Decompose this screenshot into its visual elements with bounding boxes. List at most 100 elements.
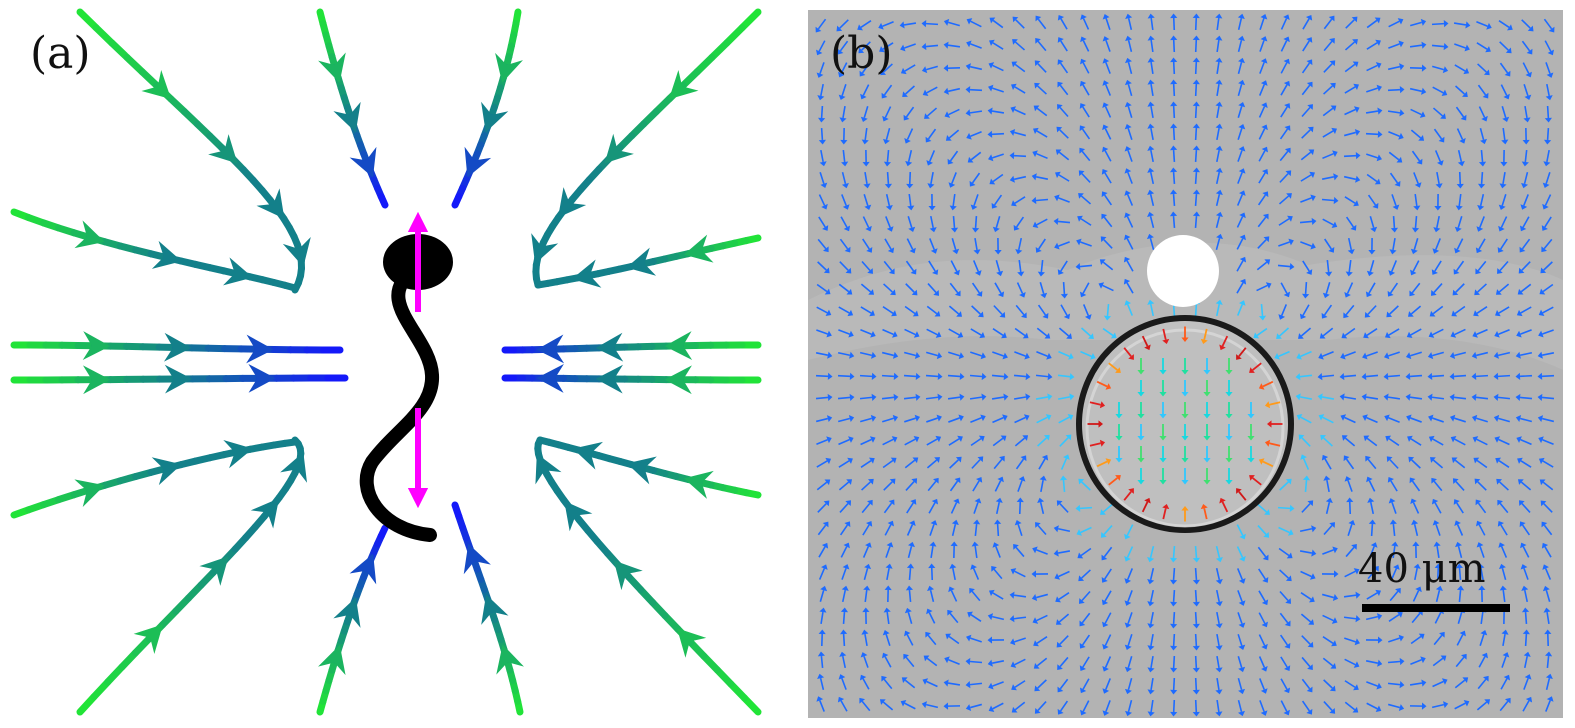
vector-arrow-shaft <box>1344 437 1356 447</box>
vector-arrow-shaft <box>1454 438 1466 446</box>
vector-arrow-shaft <box>1237 106 1243 118</box>
vector-arrow-icon <box>1542 585 1550 592</box>
vector-arrow-shaft <box>1279 590 1289 602</box>
vector-arrow-shaft <box>905 260 915 272</box>
vector-arrow-icon <box>1323 475 1331 481</box>
vector-arrow-shaft <box>1366 351 1378 357</box>
vector-arrow-shaft <box>1082 700 1090 712</box>
vector-arrow-shaft <box>1498 283 1510 293</box>
vector-arrow-icon <box>1331 127 1337 134</box>
vector-arrow-icon <box>885 563 893 569</box>
streamline-arrowhead-icon <box>133 624 163 654</box>
vector-arrow-shaft <box>1475 351 1489 357</box>
vector-arrow-shaft <box>1236 568 1244 580</box>
vector-arrow-icon <box>1144 497 1151 504</box>
vector-arrow-shaft <box>1014 108 1026 116</box>
vector-arrow-shaft <box>1058 241 1070 247</box>
vector-arrow-icon <box>959 372 965 381</box>
vector-arrow-icon <box>1539 479 1546 486</box>
vector-arrow-shaft <box>1037 63 1047 73</box>
streamline-arrowhead-icon <box>256 188 285 219</box>
vector-arrow-icon <box>1124 101 1132 108</box>
vector-arrow-icon <box>1309 596 1315 603</box>
vector-arrow-shaft <box>1435 238 1441 250</box>
vector-arrow-icon <box>822 521 829 528</box>
vector-arrow-shaft <box>1278 350 1290 358</box>
vector-arrow-icon <box>1456 585 1465 591</box>
vector-arrow-icon <box>1416 158 1423 165</box>
vector-arrow-icon <box>1102 124 1109 131</box>
vector-arrow-shaft <box>1215 193 1221 207</box>
vector-arrow-icon <box>1480 629 1488 636</box>
vector-arrow-shaft <box>1216 149 1220 163</box>
vector-arrow-shaft <box>970 20 982 28</box>
vector-arrow-icon <box>1525 696 1533 703</box>
vector-arrow-shaft <box>1500 238 1508 250</box>
vector-arrow-shaft <box>1089 401 1101 406</box>
vector-arrow-icon <box>1057 14 1065 21</box>
vector-arrow-shaft <box>1388 614 1400 622</box>
vector-arrow-shaft <box>948 438 960 446</box>
vector-arrow-icon <box>935 331 942 338</box>
vector-arrow-icon <box>849 351 855 359</box>
vector-arrow-shaft <box>1344 570 1356 578</box>
vector-arrow-shaft <box>1456 634 1464 646</box>
vector-arrow-shaft <box>838 283 850 293</box>
vector-arrow-icon <box>912 310 919 317</box>
vector-arrow-shaft <box>1172 545 1176 559</box>
vector-arrow-icon <box>989 178 996 185</box>
vector-arrow-icon <box>970 204 978 210</box>
vector-arrow-shaft <box>1082 304 1090 316</box>
vector-arrow-shaft <box>1278 327 1290 337</box>
vector-arrow-icon <box>950 227 959 233</box>
vector-arrow-icon <box>1034 82 1040 89</box>
vector-arrow-shaft <box>905 85 915 95</box>
vector-arrow-icon <box>1387 290 1394 297</box>
vector-arrow-icon <box>1264 509 1270 515</box>
vector-arrow-shaft <box>1453 396 1467 400</box>
vector-arrow-shaft <box>1014 658 1026 666</box>
vector-arrow-shaft <box>992 592 1004 600</box>
vector-arrow-icon <box>1520 542 1527 549</box>
vector-arrow-shaft <box>950 260 958 272</box>
vector-arrow-icon <box>1147 689 1155 695</box>
vector-arrow-icon <box>1520 204 1528 210</box>
vector-arrow-shaft <box>1501 656 1507 668</box>
vector-arrow-shaft <box>1522 216 1530 228</box>
vector-arrow-icon <box>1348 520 1356 526</box>
vector-arrow-shaft <box>1388 417 1400 423</box>
vector-arrow-icon <box>994 519 1002 525</box>
vector-arrow-shaft <box>1215 589 1221 603</box>
vector-arrow-icon <box>1427 393 1433 401</box>
vector-arrow-shaft <box>1323 85 1333 95</box>
vector-arrow-icon <box>871 351 877 359</box>
vector-arrow-icon <box>1305 14 1313 21</box>
vector-arrow-icon <box>1088 333 1094 339</box>
vector-arrow-shaft <box>862 238 870 250</box>
vector-arrow-shaft <box>905 106 915 118</box>
vector-arrow-icon <box>1192 13 1200 19</box>
streamline-arrowhead-icon <box>677 628 707 658</box>
vector-arrow-icon <box>1524 674 1532 680</box>
vector-arrow-icon <box>1497 521 1504 527</box>
vector-arrow-shaft <box>1279 481 1289 491</box>
vector-arrow-shaft <box>1037 304 1047 316</box>
vector-arrow-shaft <box>1520 306 1532 314</box>
vector-arrow-shaft <box>1017 480 1023 492</box>
vector-arrow-shaft <box>948 21 960 27</box>
vector-arrow-shaft <box>1542 329 1554 335</box>
vector-arrow-icon <box>1544 139 1552 145</box>
vector-arrow-icon <box>1147 645 1155 651</box>
vector-arrow-icon <box>1102 621 1109 628</box>
vector-arrow-icon <box>1219 344 1226 351</box>
vector-arrow-shaft <box>1345 304 1355 316</box>
vector-arrow-shaft <box>1127 172 1133 184</box>
vector-arrow-shaft <box>973 502 979 514</box>
vector-arrow-icon <box>1474 289 1480 296</box>
vector-arrow-icon <box>1287 529 1294 536</box>
vector-arrow-icon <box>1546 696 1554 702</box>
vector-arrow-shaft <box>969 374 983 378</box>
vector-arrow-icon <box>859 674 867 681</box>
vector-arrow-icon <box>911 289 918 296</box>
vector-arrow-shaft <box>1523 84 1529 96</box>
